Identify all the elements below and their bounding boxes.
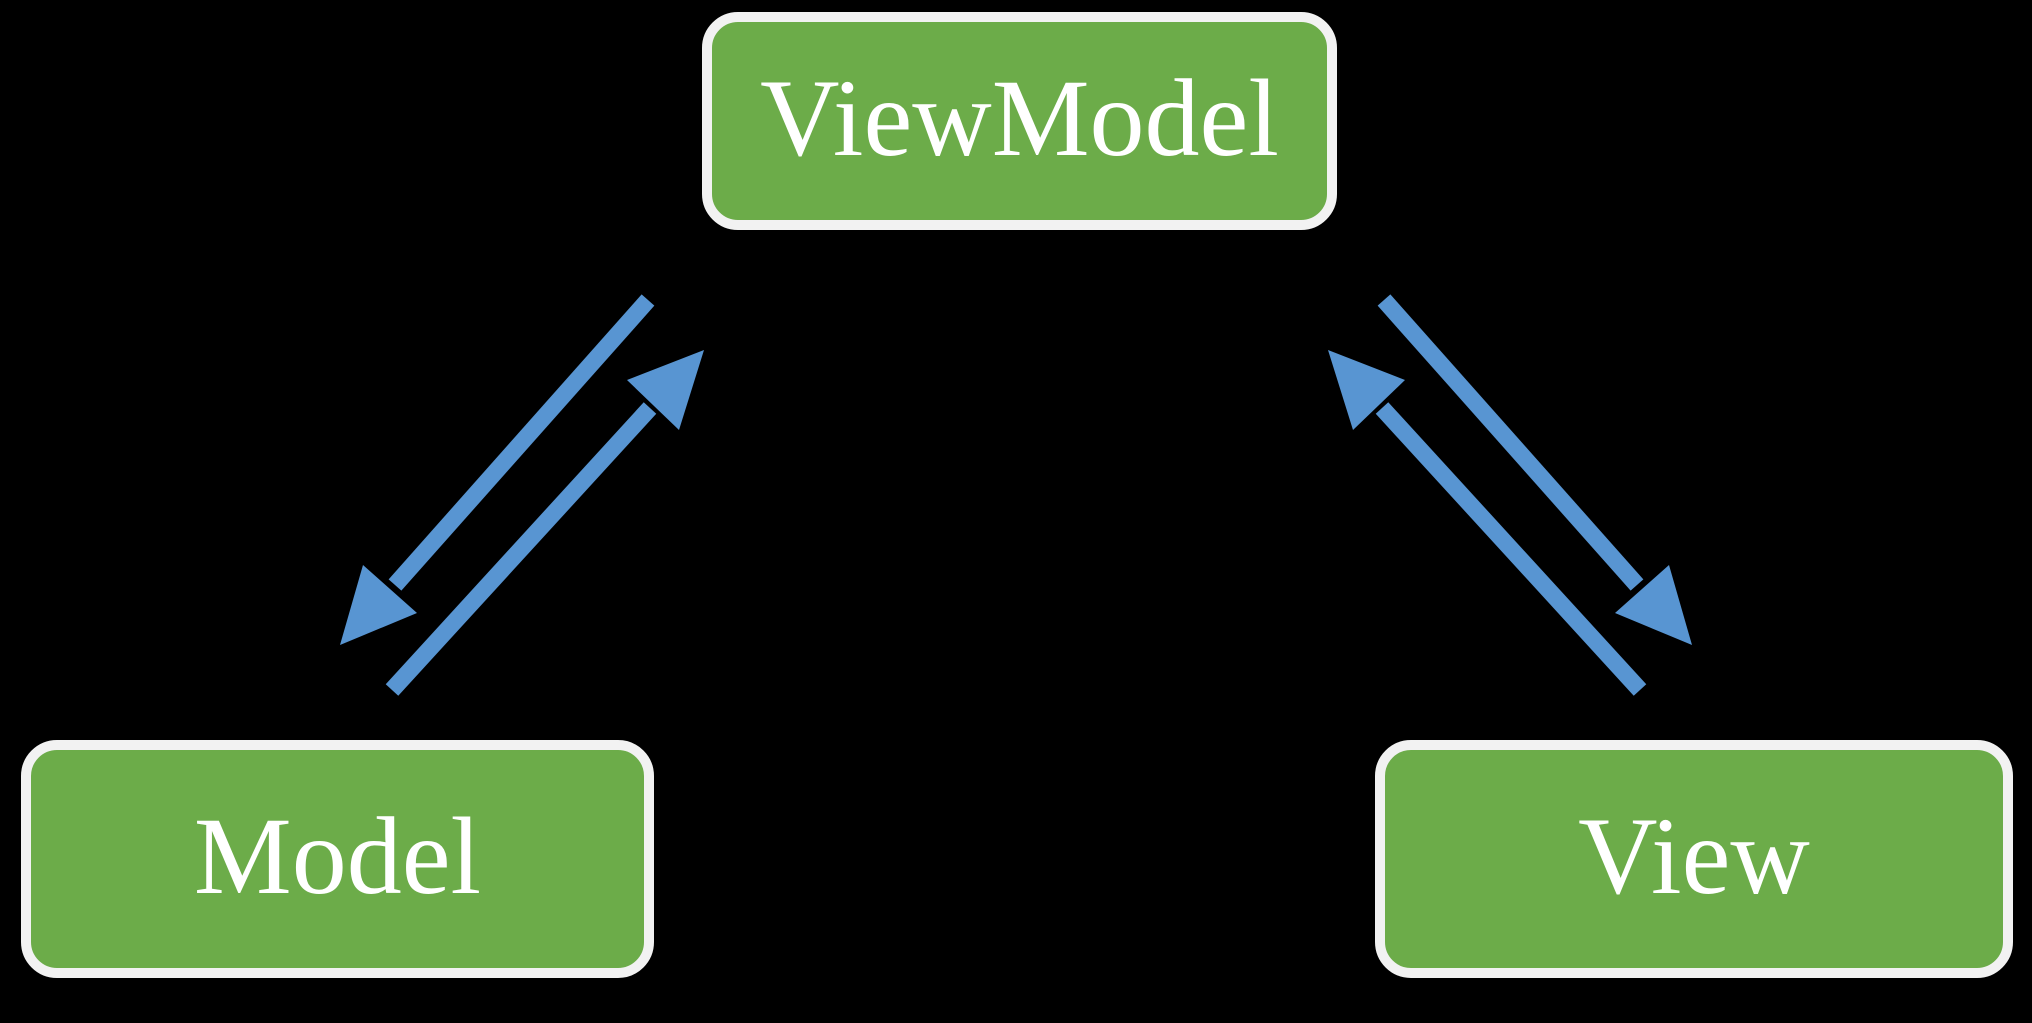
node-viewmodel: ViewModel	[702, 12, 1337, 230]
arrow-viewmodel-to-model-head-icon	[340, 565, 417, 645]
arrow-view-to-viewmodel	[1328, 350, 1647, 696]
node-view: View	[1375, 740, 2013, 978]
arrow-viewmodel-to-view-shaft	[1377, 294, 1644, 591]
arrow-model-to-viewmodel	[385, 350, 704, 696]
arrow-viewmodel-to-view	[1377, 294, 1692, 645]
node-view-label: View	[1578, 795, 1810, 917]
arrow-model-to-viewmodel-shaft	[385, 402, 657, 696]
arrow-model-to-viewmodel-head-icon	[627, 350, 704, 430]
node-model: Model	[21, 740, 654, 978]
arrow-view-to-viewmodel-shaft	[1375, 402, 1647, 696]
arrow-viewmodel-to-model-shaft	[388, 294, 655, 591]
arrow-view-to-viewmodel-head-icon	[1328, 350, 1405, 430]
arrow-viewmodel-to-view-head-icon	[1615, 565, 1692, 645]
node-model-label: Model	[193, 795, 482, 917]
node-viewmodel-label: ViewModel	[760, 57, 1279, 179]
arrow-viewmodel-to-model	[340, 294, 655, 645]
